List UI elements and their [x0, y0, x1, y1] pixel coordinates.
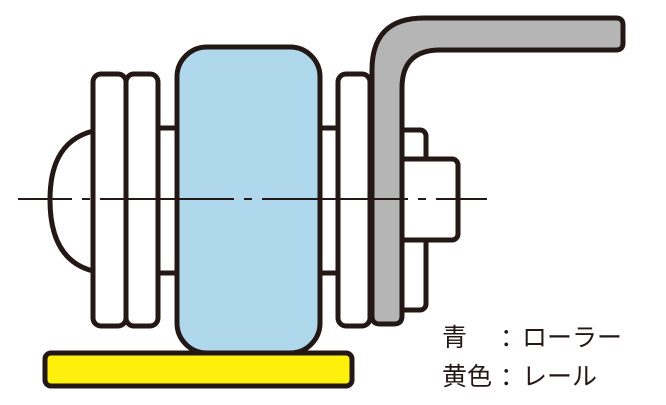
- legend-colon: ：: [500, 323, 526, 352]
- legend: 青 ： ローラー 黄色 ： レール: [442, 318, 622, 396]
- legend-key: 青: [442, 323, 468, 352]
- right-shaft: [317, 125, 341, 276]
- bracket: [369, 15, 626, 327]
- dome-cap: [47, 128, 94, 274]
- legend-colon: ：: [500, 362, 526, 391]
- legend-item-roller: 青 ： ローラー: [442, 318, 622, 357]
- legend-value: ローラー: [522, 323, 623, 352]
- legend-item-rail: 黄色 ： レール: [442, 357, 622, 396]
- legend-value: レール: [522, 362, 598, 391]
- legend-key: 黄色: [442, 362, 493, 391]
- rail: [42, 350, 355, 389]
